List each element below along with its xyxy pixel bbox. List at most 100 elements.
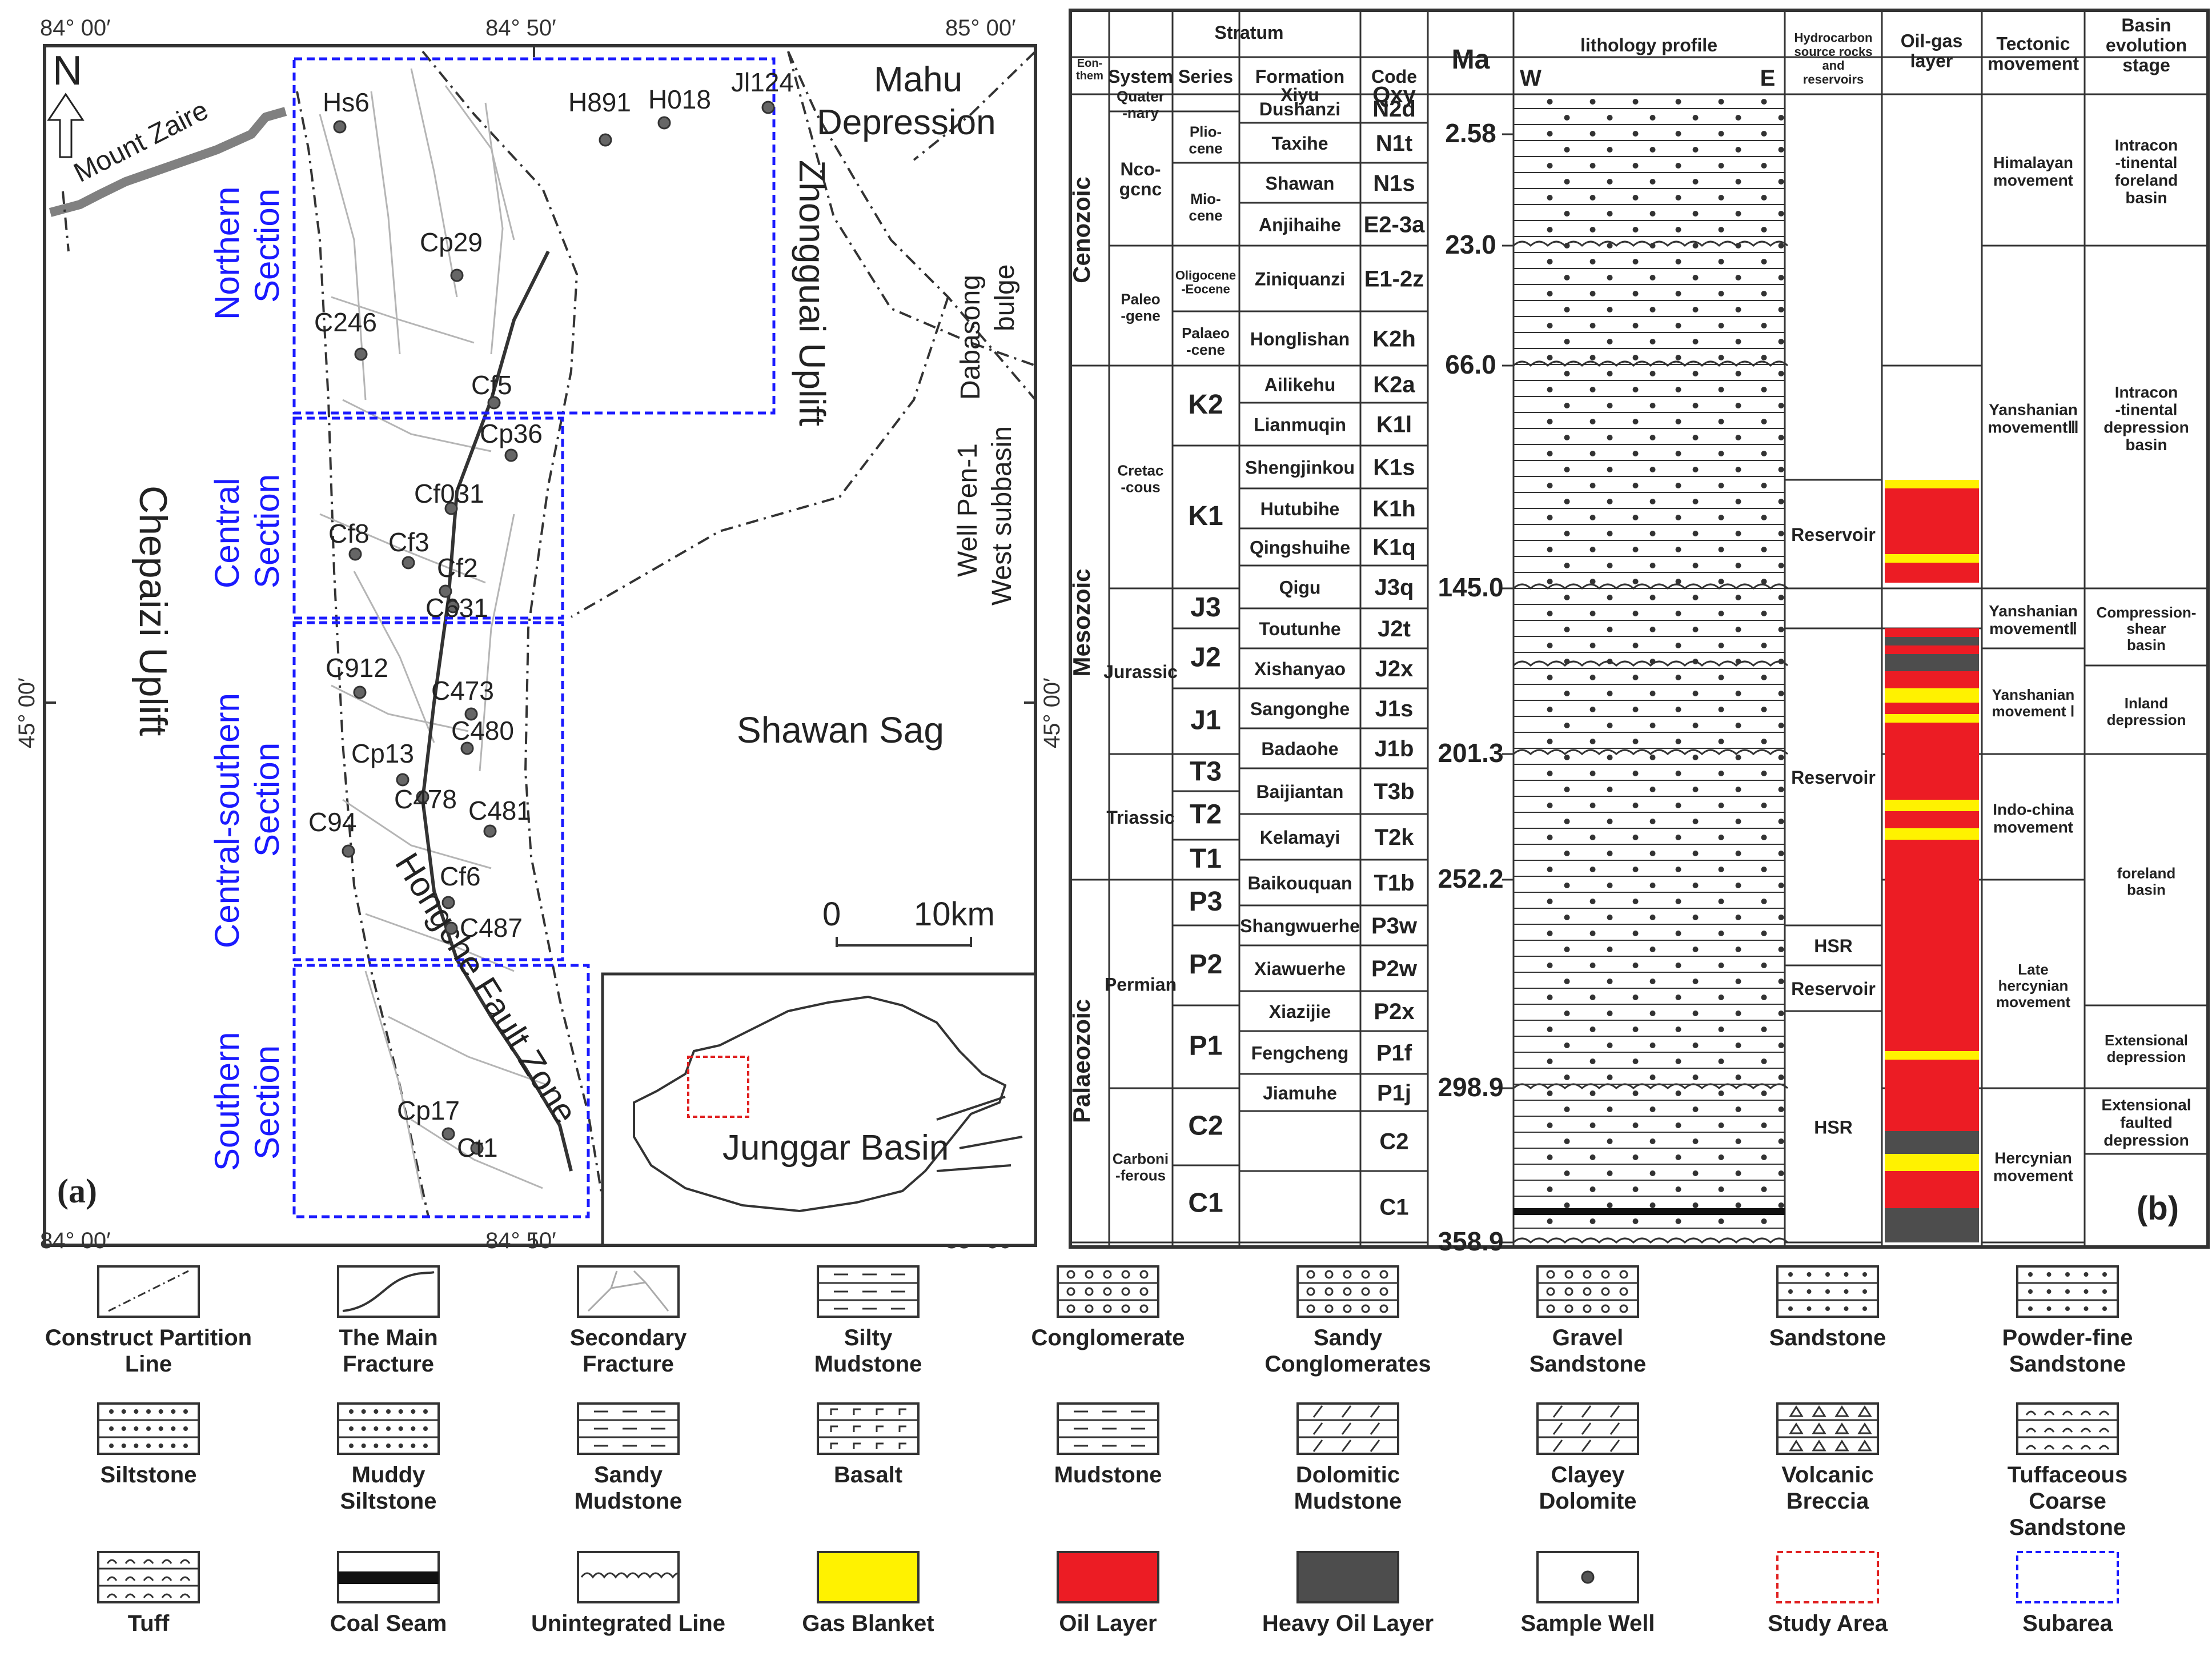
well-pen-label-1: Well Pen-1 <box>953 443 983 577</box>
main-fracture-icon <box>337 1265 440 1318</box>
system-label: Cretac-cous <box>1118 462 1164 496</box>
formation-code: K1s <box>1373 455 1415 480</box>
legend-item: Silty Mudstone <box>748 1265 988 1377</box>
eon-label: Cenozoic <box>1068 177 1095 283</box>
coal-seam-icon <box>337 1551 440 1603</box>
series-label: T1 <box>1190 844 1222 874</box>
legend-item: Sandy Mudstone <box>508 1402 748 1514</box>
ma-header: Ma <box>1452 45 1490 75</box>
legend-label: Silty Mudstone <box>814 1325 922 1377</box>
mahu-depression-label-1: Mahu <box>874 60 962 99</box>
subarea-southern <box>292 964 590 1218</box>
oil-layer <box>1885 880 1979 1051</box>
legend-item: Mudstone <box>988 1402 1228 1488</box>
sample-well-icon <box>354 347 368 361</box>
legend-label: Siltstone <box>100 1462 197 1487</box>
age-label: 252.2 <box>1438 864 1503 893</box>
legend-item: Coal Seam <box>268 1551 508 1637</box>
formation-name: Xiazijie <box>1269 1001 1331 1022</box>
sample-well-icon <box>396 773 410 787</box>
legend-label: Basalt <box>833 1462 903 1487</box>
series-label: T3 <box>1190 757 1222 787</box>
formation-name: Toutunhe <box>1259 619 1340 639</box>
well-label: Cf6 <box>440 861 481 891</box>
legend-item: Siltstone <box>29 1402 268 1488</box>
gas-layer <box>1885 714 1979 723</box>
volcanic-breccia-icon <box>1776 1402 1879 1455</box>
inset-junggar-label: Junggar Basin <box>722 1128 949 1168</box>
oil-layer <box>1885 703 1979 714</box>
legend-item: Gas Blanket <box>748 1551 988 1637</box>
well-label: Cf031 <box>414 479 484 508</box>
sandy-conglomerates-icon <box>1296 1265 1399 1318</box>
hydrocarbon-label: HSR <box>1814 1117 1853 1138</box>
hydrocarbon-label: Reservoir <box>1791 524 1876 545</box>
legend-label: Muddy Siltstone <box>340 1462 437 1514</box>
formation-name: Ailikehu <box>1264 375 1335 395</box>
sample-well-icon <box>444 921 458 935</box>
formation-name: Ziniquanzi <box>1255 269 1345 290</box>
system-label: Carboni-ferous <box>1113 1150 1169 1184</box>
well-label: Cf5 <box>471 370 512 400</box>
oil-layer <box>1885 723 1979 731</box>
system-header: System <box>1108 66 1173 87</box>
well-label: C473 <box>431 676 494 705</box>
formation-name: Qingshuihe <box>1250 538 1350 558</box>
secondary-fractures <box>319 68 549 1200</box>
system-label: Permian <box>1105 975 1177 995</box>
hydrocarbon-label: Reservoir <box>1791 979 1876 999</box>
eonthem-header: Eon-them <box>1076 57 1103 82</box>
chepaizi-uplift-label: Chepaizi Uplift <box>131 486 175 736</box>
gas-layer <box>1885 688 1979 703</box>
sample-well-icon <box>353 685 367 699</box>
heavy_oil-layer <box>1885 1208 1979 1242</box>
sample-well: C94 <box>308 807 356 858</box>
formation-code: P1j <box>1377 1081 1411 1106</box>
legend-label: Gas Blanket <box>802 1611 934 1636</box>
gas-layer <box>1885 1154 1979 1171</box>
series-label: C2 <box>1188 1111 1223 1141</box>
legend-item: Secondary Fracture <box>508 1265 748 1377</box>
sample-well-icon <box>464 707 478 721</box>
sample-well-icon <box>470 1141 484 1155</box>
legend-item: Powder-fine Sandstone <box>1948 1265 2187 1377</box>
legend-label: Coal Seam <box>330 1611 447 1636</box>
well-label: Cf3 <box>388 527 429 557</box>
formation-code: P2w <box>1371 956 1418 981</box>
gravel-sandstone-icon <box>1536 1265 1639 1318</box>
study-area-box <box>687 1056 749 1118</box>
series-label: K2 <box>1188 390 1223 420</box>
tuffaceous-sandstone-icon <box>2016 1402 2119 1455</box>
legend-item: Unintegrated Line <box>508 1551 748 1637</box>
well-label: C480 <box>451 716 514 745</box>
series-label: P2 <box>1189 949 1223 980</box>
formation-code: T1b <box>1374 871 1414 896</box>
series-label: Palaeo-cene <box>1182 324 1230 358</box>
formation-code: N1t <box>1376 131 1412 156</box>
formation-name: Honglishan <box>1250 329 1350 350</box>
sample-well-icon <box>416 790 429 804</box>
sample-well: C487 <box>444 913 523 943</box>
formation-name: Taxihe <box>1272 133 1328 154</box>
formation-code: J2x <box>1375 656 1414 681</box>
subarea-northern <box>292 57 776 415</box>
legend-label: Sandy Mudstone <box>574 1462 683 1514</box>
sample-well-icon <box>441 896 455 909</box>
well-label: C487 <box>460 913 523 943</box>
legend-label: Mudstone <box>1054 1462 1162 1487</box>
formation-code: J3q <box>1375 575 1414 600</box>
hydrocarbon-label: Reservoir <box>1791 767 1876 788</box>
oil-layer <box>1885 671 1979 688</box>
sample-well-icon <box>483 824 497 838</box>
sample-well: C246 <box>314 307 377 361</box>
sample-well: Cf5 <box>471 370 512 410</box>
study-area-icon <box>1776 1551 1879 1603</box>
